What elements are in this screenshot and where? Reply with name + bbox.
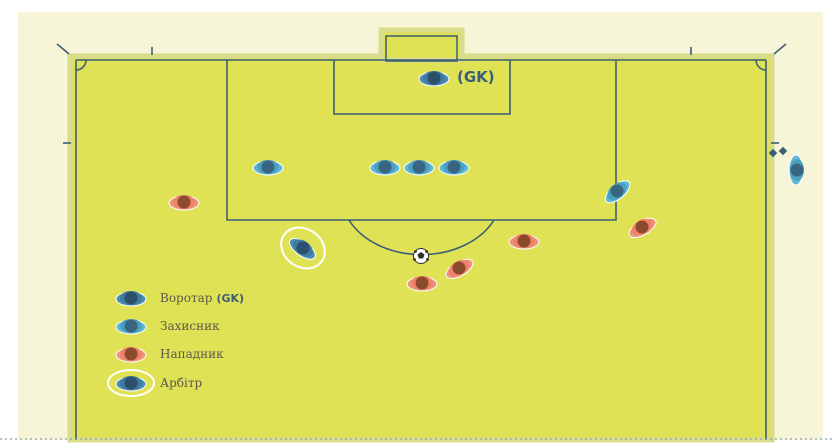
attacker-marker xyxy=(406,276,438,292)
legend-defender-icon xyxy=(115,319,147,335)
goal-area xyxy=(333,60,511,115)
legend-goalkeeper-label: Воротар(GK) xyxy=(160,291,244,305)
pitch-surface xyxy=(67,53,775,443)
goalkeeper-tag: (GK) xyxy=(457,68,495,86)
penalty-area xyxy=(226,60,617,221)
legend-attacker-label: Нападник xyxy=(160,347,224,361)
goal xyxy=(378,27,465,63)
legend-referee-ring xyxy=(107,369,155,397)
legend-goalkeeper-tag: (GK) xyxy=(216,292,244,305)
defender-marker xyxy=(604,180,631,204)
defender-marker xyxy=(788,154,804,186)
referee-marker xyxy=(288,237,316,260)
defender-marker xyxy=(252,160,284,176)
defender-marker xyxy=(369,160,401,176)
referee-ring xyxy=(280,226,326,270)
goalkeeper-marker xyxy=(418,71,450,87)
legend-referee-icon xyxy=(115,376,147,392)
legend-goalkeeper-icon xyxy=(115,291,147,307)
legend-attacker-icon xyxy=(115,347,147,363)
corner-mark-right xyxy=(773,43,787,55)
goal-net-outline xyxy=(385,35,458,62)
defender-marker xyxy=(403,160,435,176)
defender-marker xyxy=(438,160,470,176)
corner-mark-left xyxy=(56,43,70,55)
legend-defender-label: Захисник xyxy=(160,319,220,333)
attacker-marker xyxy=(168,195,200,211)
corner-arc-right xyxy=(755,59,767,71)
attacker-marker xyxy=(628,217,657,239)
attacker-marker xyxy=(508,234,540,250)
legend-referee-label: Арбітр xyxy=(160,376,202,390)
legend: Воротар(GK) Захисник Нападник Арбітр xyxy=(107,291,244,397)
attacker-marker xyxy=(445,258,474,280)
soccer-ball-icon xyxy=(413,248,429,264)
corner-arc-left xyxy=(75,59,87,71)
legend-goalkeeper-text: Воротар xyxy=(160,291,213,305)
